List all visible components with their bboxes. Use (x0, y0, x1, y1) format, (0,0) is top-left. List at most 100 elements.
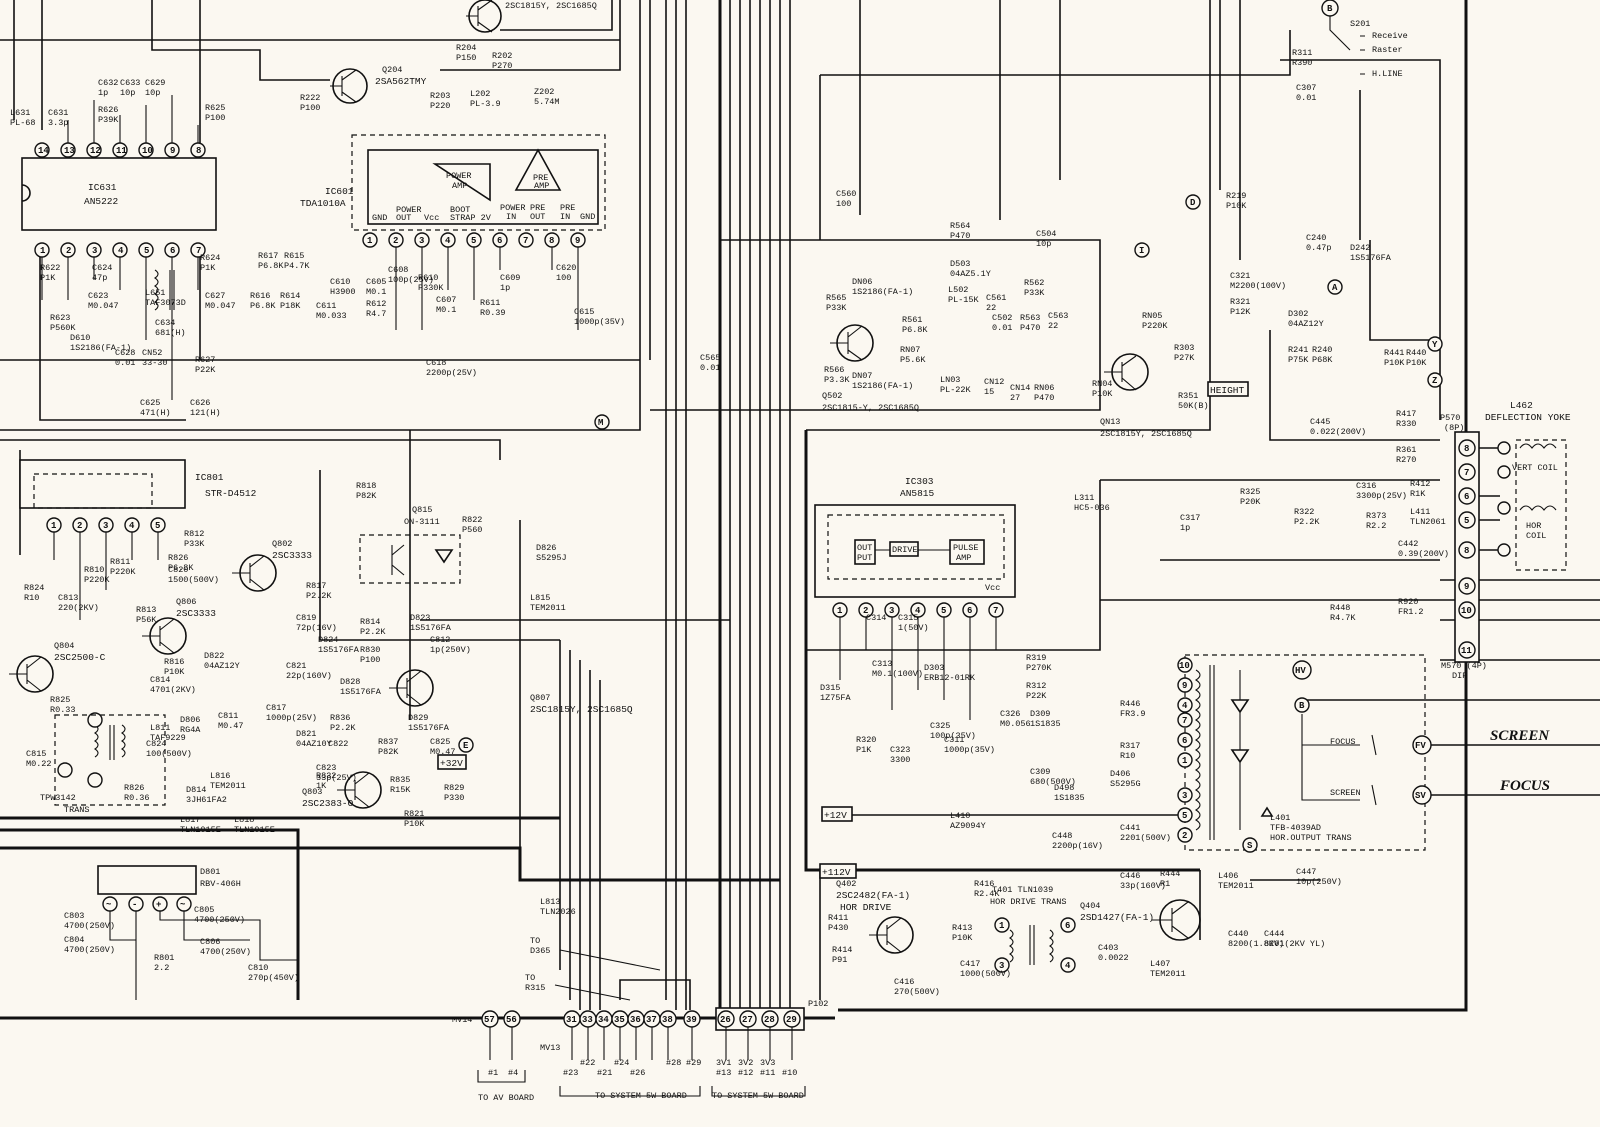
component-ref: R373 (1366, 511, 1386, 521)
svg-text:5: 5 (1464, 516, 1469, 526)
component-value: 1000p(25V) (266, 713, 317, 723)
svg-text:56: 56 (506, 1015, 517, 1025)
svg-text:6: 6 (170, 246, 175, 256)
component-ref: CN14 (1010, 383, 1030, 393)
component-ref: D823 (410, 613, 430, 623)
component-value: M0.1 (366, 287, 386, 297)
svg-text:MV13: MV13 (540, 1043, 560, 1053)
component-value: 1S5176FA (408, 723, 450, 733)
svg-text:1: 1 (51, 521, 57, 531)
component-ref: R614 (280, 291, 300, 301)
component-ref: R562 (1024, 278, 1044, 288)
transistor-q804: Q804 2SC2500-C (9, 641, 106, 693)
svg-text:E: E (463, 741, 469, 751)
component-ref: R413 (952, 923, 972, 933)
svg-text:6: 6 (1182, 736, 1187, 746)
component-ref: R622 (40, 263, 60, 273)
component-ref: R441 (1384, 348, 1404, 358)
svg-text:4: 4 (445, 236, 451, 246)
component-ref: R836 (330, 713, 350, 723)
component-value: P1K (200, 263, 216, 273)
component-ref: R564 (950, 221, 970, 231)
component-value: S5295J (536, 553, 567, 563)
svg-text:8: 8 (1464, 546, 1469, 556)
component-ref: L407 (1150, 959, 1170, 969)
component-value: M2200(100V) (1230, 281, 1286, 291)
component-value: P560 (462, 525, 482, 535)
component-value: P330 (444, 793, 464, 803)
component-value: P470 (1020, 323, 1040, 333)
component-value: P1K (856, 745, 872, 755)
component-ref: C440 (1228, 929, 1248, 939)
component-ref: R322 (1294, 507, 1314, 517)
svg-text:S201: S201 (1350, 19, 1370, 29)
component-ref: C817 (266, 703, 286, 713)
component-value: P33K (826, 303, 847, 313)
component-value: P33K (1024, 288, 1045, 298)
svg-text:T401 TLN1039: T401 TLN1039 (992, 885, 1053, 895)
component-ref: D829 (408, 713, 428, 723)
component-value: TAF3073D (145, 298, 186, 308)
component-ref: R810 (84, 565, 104, 575)
component-ref: R825 (50, 695, 70, 705)
component-value: 3300p(25V) (1356, 491, 1407, 501)
component-ref: D806 (180, 715, 200, 725)
component-value: R390 (1292, 58, 1312, 68)
component-value: P470 (950, 231, 970, 241)
deflection-yoke-connector: 8 7 6 5 8 9 10 11 P570 (8P) L462 DEFLECT… (1440, 400, 1571, 681)
component-value: 4701(2KV) (150, 685, 196, 695)
svg-text:8: 8 (196, 146, 201, 156)
component-value: TLN2026 (540, 907, 576, 917)
component-value: 100p(35V) (930, 731, 976, 741)
component-ref: R822 (462, 515, 482, 525)
component-value: P22K (195, 365, 216, 375)
component-ref: R565 (826, 293, 846, 303)
s201-switch: B S201 Receive Raster H.LINE (1321, 0, 1408, 79)
svg-text:2: 2 (863, 606, 868, 616)
component-ref: R563 (1020, 313, 1040, 323)
component-ref: C804 (64, 935, 84, 945)
svg-text:14: 14 (38, 146, 49, 156)
svg-text:D801: D801 (200, 867, 220, 877)
component-ref: C610 (330, 277, 350, 287)
component-value: FR1.2 (1398, 607, 1424, 617)
component-value: 0.01 (700, 363, 720, 373)
component-ref: R440 (1406, 348, 1426, 358)
svg-text:26: 26 (720, 1015, 731, 1025)
component-ref: C822 (328, 739, 348, 749)
svg-text:Raster: Raster (1372, 45, 1403, 55)
svg-text:HOR DRIVE: HOR DRIVE (840, 902, 892, 913)
component-ref: R444 (1160, 869, 1180, 879)
component-value: HC5-036 (1074, 503, 1110, 513)
component-ref: C631 (48, 108, 68, 118)
component-value: P330K (418, 283, 444, 293)
component-value: P82K (356, 491, 377, 501)
component-value: R10 (24, 593, 39, 603)
svg-text:Q204: Q204 (382, 65, 402, 75)
svg-text:9: 9 (1182, 681, 1187, 691)
component-value: TAF9229 (150, 733, 186, 743)
transistor-q803: Q803 2SC2383-O (302, 771, 382, 809)
component-value: R15K (390, 785, 411, 795)
svg-text:10: 10 (1461, 606, 1472, 616)
component-value: 471(H) (140, 408, 171, 418)
component-value: P1K (40, 273, 56, 283)
component-value: PL-15K (948, 295, 980, 305)
svg-text:#21: #21 (597, 1068, 612, 1078)
svg-text:HOR.OUTPUT TRANS: HOR.OUTPUT TRANS (1270, 833, 1352, 843)
ic601-pins: 1 2 3 4 5 6 7 8 9 (362, 232, 586, 248)
component-ref: R826 (168, 553, 188, 563)
component-ref: R837 (378, 737, 398, 747)
component-value: 100p(25V) (388, 275, 434, 285)
svg-text:11: 11 (1461, 646, 1472, 656)
component-ref: C632 (98, 78, 118, 88)
svg-text:FV: FV (1415, 741, 1426, 751)
component-value: R4.7K (1330, 613, 1356, 623)
transistors: Q204 2SA562TMY 2SC1815Y, 2SC1685Q Q502 2… (9, 0, 1201, 954)
svg-text:7: 7 (1182, 716, 1187, 726)
component-ref: C633 (120, 78, 140, 88)
component-value: TLN2061 (1410, 517, 1446, 527)
component-value: 1S2186(FA-1) (70, 343, 131, 353)
svg-text:7: 7 (1464, 468, 1469, 478)
component-value: 4700(250V) (64, 921, 115, 931)
